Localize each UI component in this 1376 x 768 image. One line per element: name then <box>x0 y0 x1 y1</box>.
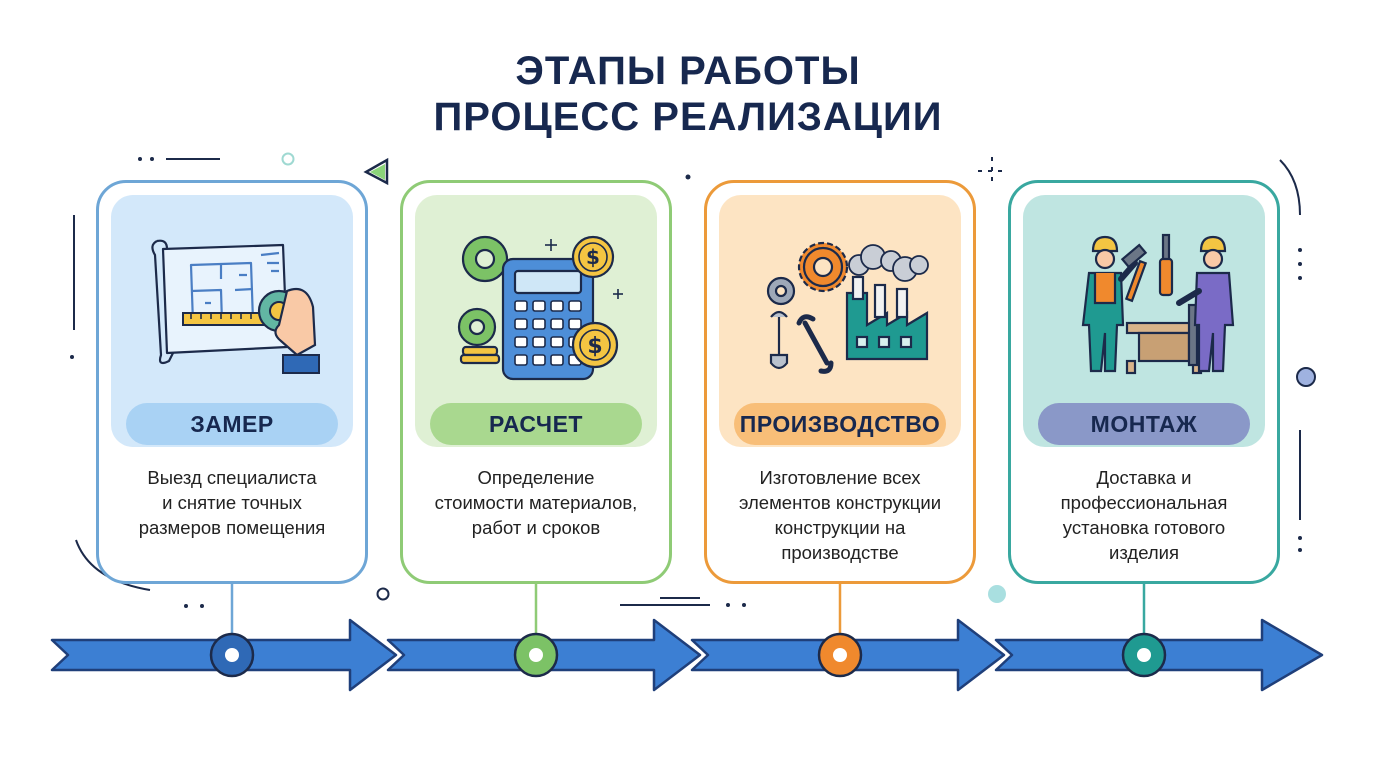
stage-card-production: ПРОИЗВОДСТВО Изготовление всех элементов… <box>704 180 976 584</box>
stage-panel: МОНТАЖ <box>1023 195 1265 447</box>
timeline <box>50 584 1324 692</box>
stage-description: Изготовление всех элементов конструкции … <box>738 467 942 563</box>
page-title: ЭТАПЫ РАБОТЫ ПРОЦЕСС РЕАЛИЗАЦИИ <box>0 48 1376 140</box>
calculator-coins-icon: $ $ <box>457 235 623 381</box>
stage-panel: ЗАМЕР <box>111 195 353 447</box>
stage-panel: $ $ РАСЧЕТ <box>415 195 657 447</box>
stage-label-pill: РАСЧЕТ <box>430 403 642 445</box>
svg-text:$: $ <box>587 334 602 359</box>
stage-label-pill: ЗАМЕР <box>126 403 338 445</box>
stage-description: Доставка и профессиональная установка го… <box>1060 467 1228 563</box>
timeline-node-3 <box>817 632 863 678</box>
stage-card-calculation: $ $ РАСЧЕТ Определение стоимости материа… <box>400 180 672 584</box>
stage-panel: ПРОИЗВОДСТВО <box>719 195 961 447</box>
title-line-2: ПРОЦЕСС РЕАЛИЗАЦИИ <box>433 95 943 139</box>
timeline-node-1 <box>209 632 255 678</box>
stage-card-installation: МОНТАЖ Доставка и профессиональная устан… <box>1008 180 1280 584</box>
stage-label-pill: МОНТАЖ <box>1038 403 1250 445</box>
title-line-1: ЭТАПЫ РАБОТЫ <box>515 49 861 93</box>
svg-text:$: $ <box>586 245 600 269</box>
stage-label-pill: ПРОИЗВОДСТВО <box>734 403 946 445</box>
stage-card-measure: ЗАМЕР Выезд специалиста и снятие точных … <box>96 180 368 584</box>
workers-installation-icon <box>1081 233 1235 375</box>
timeline-node-4 <box>1121 632 1167 678</box>
stage-description: Выезд специалиста и снятие точных размер… <box>138 467 326 538</box>
timeline-nodes <box>209 632 1167 678</box>
timeline-connectors <box>230 584 1146 634</box>
blueprint-measure-icon <box>151 239 320 374</box>
timeline-node-2 <box>513 632 559 678</box>
stage-description: Определение стоимости материалов, работ … <box>434 467 638 538</box>
factory-tools-icon <box>766 241 929 374</box>
